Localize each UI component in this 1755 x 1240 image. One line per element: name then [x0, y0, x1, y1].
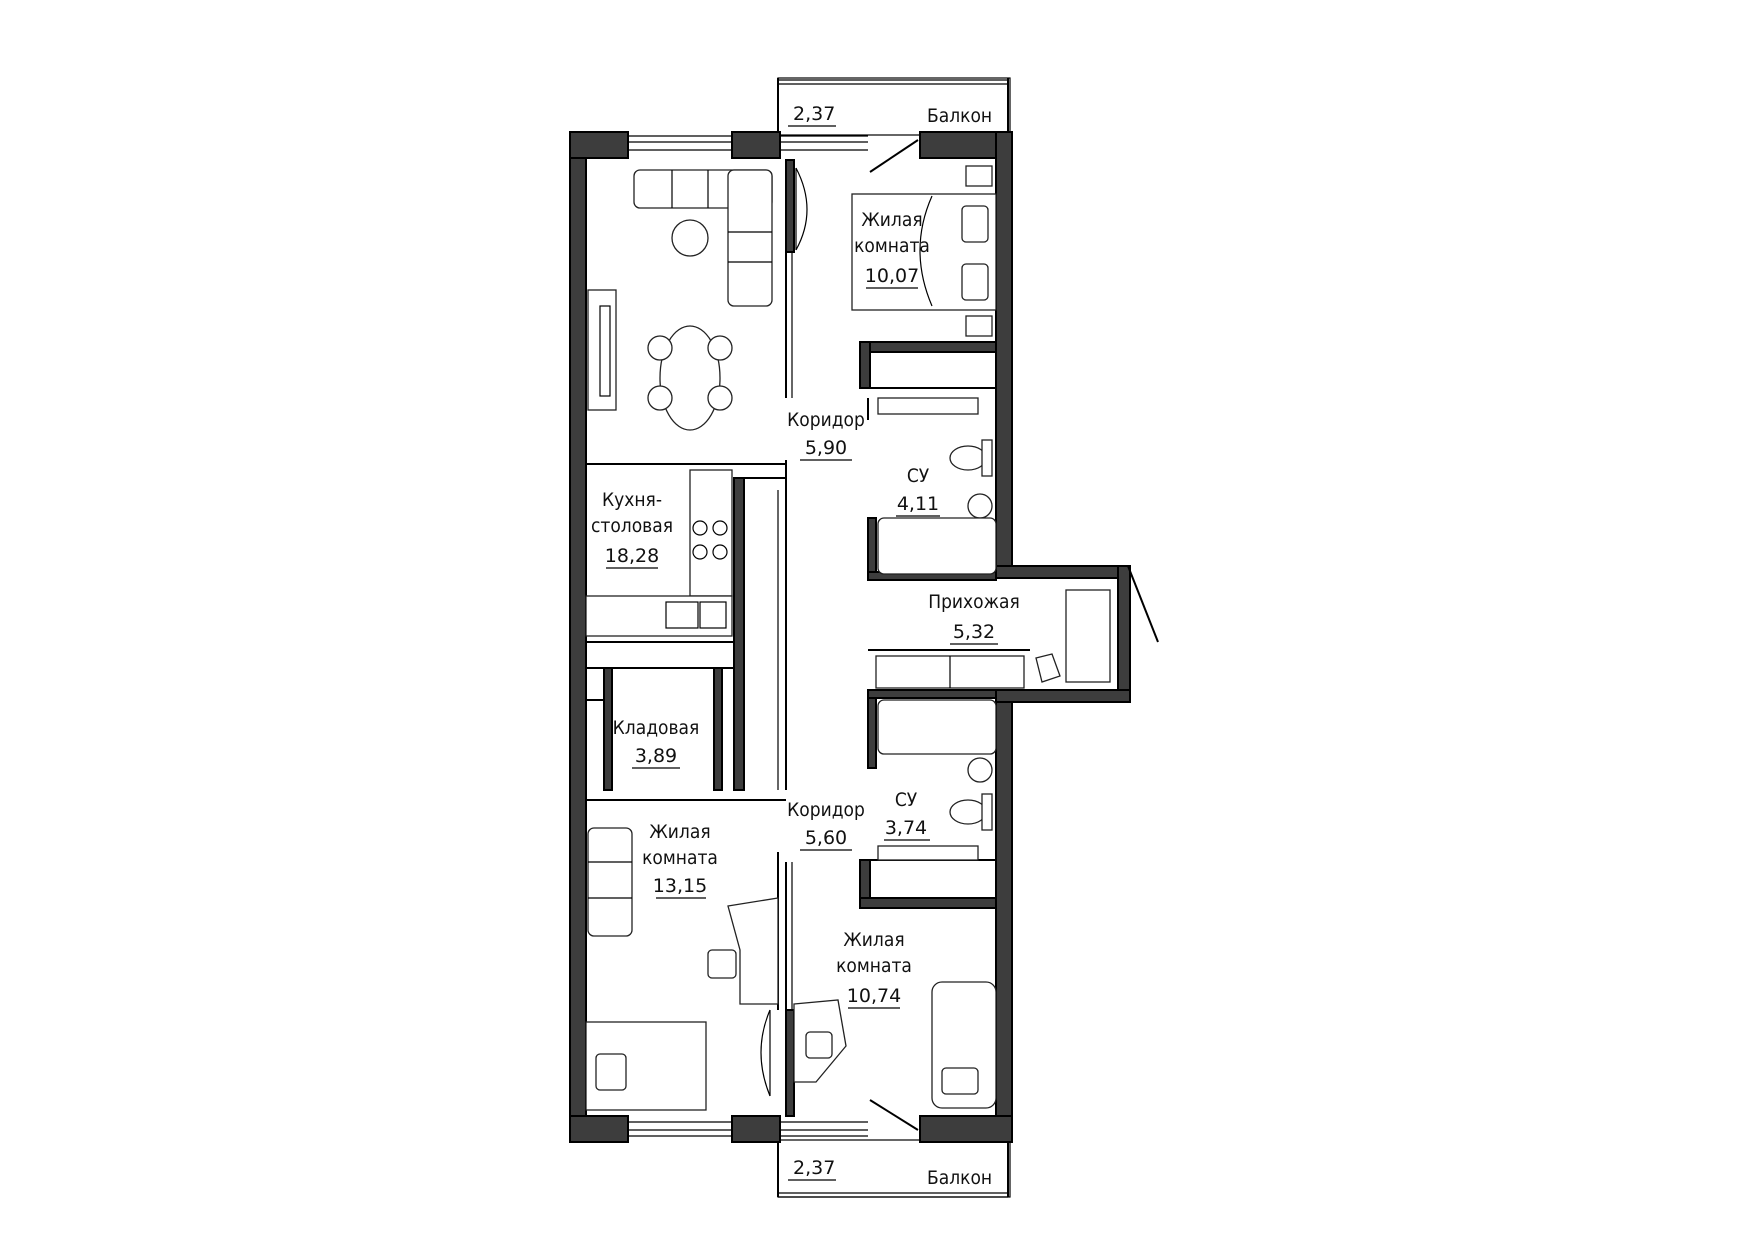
svg-text:СУ: СУ — [907, 465, 930, 487]
svg-text:13,15: 13,15 — [653, 875, 707, 897]
label-bathroom-1: СУ 4,11 — [896, 465, 940, 517]
bathroom-2-fixtures — [877, 699, 997, 861]
label-balcony-top: Балкон 2,37 — [788, 103, 992, 127]
svg-text:комната: комната — [836, 955, 912, 977]
svg-text:18,28: 18,28 — [605, 545, 659, 567]
svg-text:Жилая: Жилая — [649, 821, 710, 843]
bed-bedroom-1 — [851, 165, 997, 337]
label-storage: Кладовая 3,89 — [613, 717, 700, 769]
bathroom-1-fixtures — [877, 397, 997, 575]
svg-text:Кухня-: Кухня- — [602, 489, 662, 511]
svg-text:2,37: 2,37 — [793, 103, 835, 125]
label-bathroom-2: СУ 3,74 — [884, 789, 930, 841]
svg-text:Балкон: Балкон — [927, 105, 992, 127]
label-hallway: Прихожая 5,32 — [928, 591, 1020, 645]
svg-text:3,89: 3,89 — [635, 745, 677, 767]
svg-text:Коридор: Коридор — [787, 409, 865, 431]
door-swings — [760, 167, 1159, 1097]
svg-text:Кладовая: Кладовая — [613, 717, 700, 739]
svg-text:5,90: 5,90 — [805, 437, 847, 459]
coffee-table — [671, 219, 709, 257]
balcony-door-top — [869, 139, 919, 173]
svg-text:3,74: 3,74 — [885, 817, 927, 839]
svg-text:10,07: 10,07 — [865, 265, 919, 287]
svg-text:10,74: 10,74 — [847, 985, 901, 1007]
dining-table — [647, 325, 733, 431]
svg-text:4,11: 4,11 — [897, 493, 939, 515]
svg-text:СУ: СУ — [895, 789, 918, 811]
sofa-kitchen — [633, 169, 773, 307]
hallway-furniture — [875, 589, 1111, 689]
label-kitchen: Кухня- столовая 18,28 — [591, 489, 673, 569]
svg-text:комната: комната — [642, 847, 718, 869]
svg-text:Коридор: Коридор — [787, 799, 865, 821]
bedroom-2-furniture — [585, 827, 779, 1111]
windows-bottom — [628, 1121, 868, 1137]
svg-text:комната: комната — [854, 235, 930, 257]
balcony-top-outline — [777, 77, 1011, 136]
svg-text:столовая: столовая — [591, 515, 673, 537]
svg-text:5,60: 5,60 — [805, 827, 847, 849]
interior-walls — [586, 159, 1030, 1117]
balcony-door-bottom — [869, 1099, 919, 1131]
svg-text:2,37: 2,37 — [793, 1157, 835, 1179]
label-corridor-2: Коридор 5,60 — [787, 799, 865, 851]
outer-walls — [569, 131, 1131, 1143]
label-bedroom-2: Жилая комната 13,15 — [642, 821, 718, 899]
svg-text:Прихожая: Прихожая — [928, 591, 1020, 613]
svg-text:Жилая: Жилая — [843, 929, 904, 951]
label-balcony-bottom: Балкон 2,37 — [788, 1157, 992, 1189]
balcony-bottom-outline — [777, 1139, 1011, 1198]
svg-text:Жилая: Жилая — [861, 209, 922, 231]
label-bedroom-1: Жилая комната 10,07 — [854, 209, 930, 289]
label-corridor-1: Коридор 5,90 — [787, 409, 865, 461]
svg-text:Балкон: Балкон — [927, 1167, 992, 1189]
bedroom-3-furniture — [793, 981, 997, 1109]
kitchen-counter — [585, 469, 733, 637]
windows-top — [628, 135, 868, 151]
label-bedroom-3: Жилая комната 10,74 — [836, 929, 912, 1009]
tv-unit — [587, 289, 617, 411]
svg-text:5,32: 5,32 — [953, 621, 995, 643]
